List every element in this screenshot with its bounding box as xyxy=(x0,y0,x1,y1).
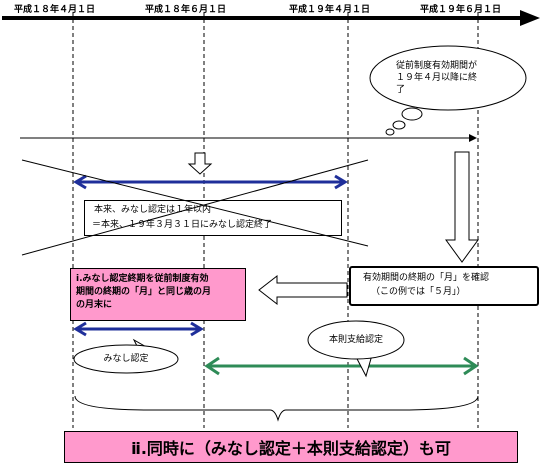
date-label-h18-04: 平成１８年４月１日 xyxy=(14,5,96,15)
minashi-bubble-shape xyxy=(73,338,179,374)
down-arrow-small xyxy=(187,152,213,175)
honsoku-bubble-label: 本則支給認定 xyxy=(328,335,383,345)
honsoku-double-arrow xyxy=(204,356,479,376)
honsoku-bubble-shape xyxy=(307,320,405,378)
minashi-double-arrow xyxy=(73,321,204,337)
left-arrow xyxy=(258,274,348,306)
cloud-text: 従前制度有効期間が １９年４月以降に終 了 xyxy=(396,61,478,95)
confirm-month-box: 有効期間の終期の「月」を確認 （この例では「５月」） xyxy=(349,266,539,306)
date-label-h19-06: 平成１９年６月１日 xyxy=(420,5,502,15)
minashi-bubble-label: みなし認定 xyxy=(103,354,149,364)
one-year-double-arrow xyxy=(73,174,348,190)
date-label-h19-04: 平成１９年４月１日 xyxy=(289,5,371,15)
bottom-brace xyxy=(74,395,479,422)
option-two-banner: ⅱ.同時に（みなし認定＋本則支給認定）も可 xyxy=(64,431,518,463)
option-one-box: ⅰ.みなし認定終期を従前制度有効 期間の終期の「月」と同じ歳の月 の月末に xyxy=(70,268,246,321)
date-label-h18-06: 平成１８年６月１日 xyxy=(145,5,227,15)
thought-cloud xyxy=(369,45,527,136)
main-timeline-arrow xyxy=(2,10,540,26)
one-year-limit-box: 本来、みなし認定は１年以内 ＝本来、１９年３月３１日にみなし認定終了 xyxy=(84,200,342,236)
down-arrow-large xyxy=(445,151,479,263)
